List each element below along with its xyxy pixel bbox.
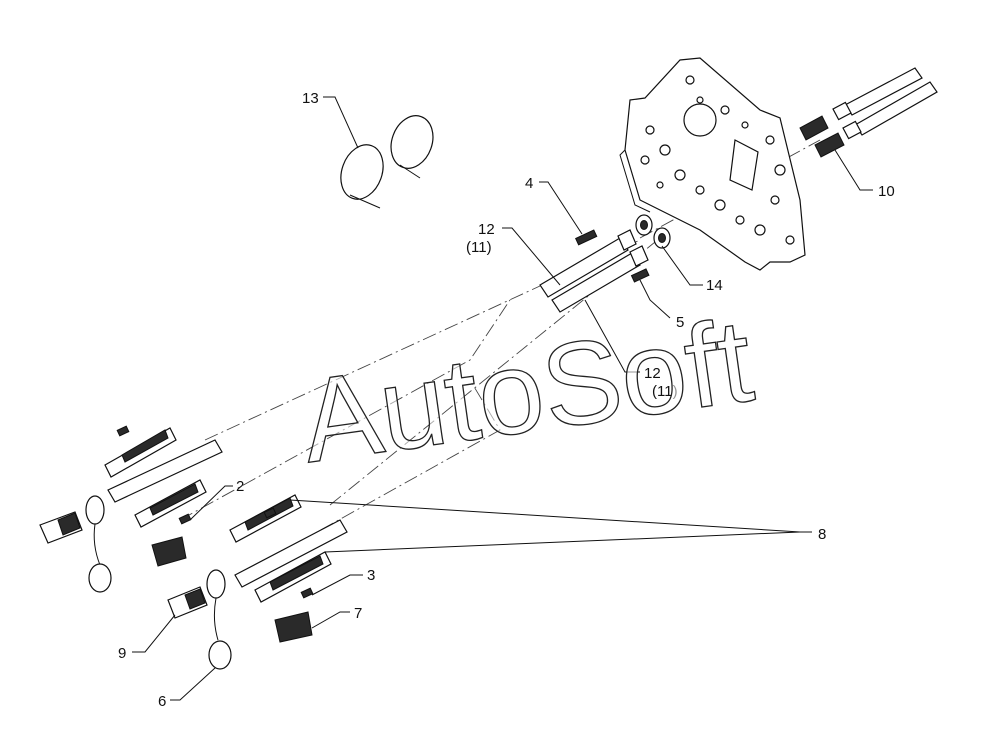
left-assembly-upper [39,425,223,593]
callout-7: 7 [354,605,362,622]
callout-3: 3 [367,567,375,584]
nuts-14 [635,214,671,249]
callout-6: 6 [158,693,166,710]
callout-4: 4 [525,175,533,192]
leader-lines [132,96,873,701]
callout-13: 13 [302,90,319,107]
callout-11-mid: (11) [652,383,678,400]
callout-11-top: (11) [466,239,492,256]
rear-tubes [832,67,938,140]
mounting-plate [619,57,806,271]
callout-12-top: 12 [478,221,495,238]
callout-9: 9 [118,645,126,662]
callout-14: 14 [706,277,723,294]
callout-labels: 13 4 12 (11) 10 14 5 12 (11) 2 8 3 7 9 6 [118,90,895,710]
left-assembly-lower [167,494,348,670]
tubes-12 [539,229,649,313]
callout-2: 2 [236,478,244,495]
adapter-fittings-10 [799,115,845,158]
clips-4-5 [575,229,650,283]
callout-12-mid: 12 [644,365,661,382]
callout-8: 8 [818,526,826,543]
callout-5: 5 [676,314,684,331]
retaining-rings-13 [340,115,434,209]
watermark-text: AutoSoft [293,294,760,488]
callout-10: 10 [878,183,895,200]
